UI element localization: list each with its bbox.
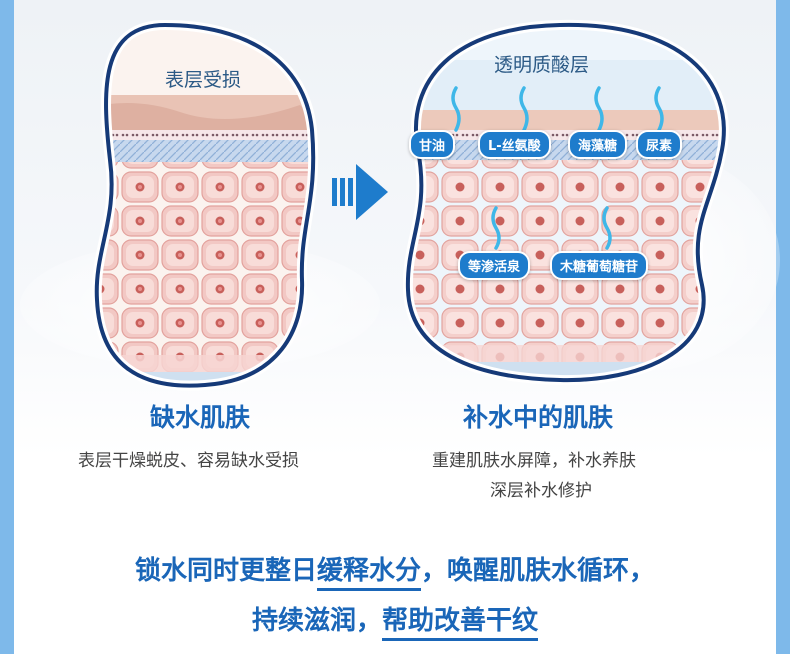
slogan-highlight: 帮助改善干纹: [382, 606, 539, 641]
slogan-part: ，唤醒肌肤水循环，: [421, 556, 656, 586]
right-edge-stripe: [776, 0, 790, 654]
ingredient-chip-glycerin: 甘油: [409, 130, 456, 159]
left-subtitle: 表层干燥蜕皮、容易缺水受损: [78, 451, 299, 471]
left-blob-outline: [94, 22, 316, 388]
skin-illustration: [94, 22, 726, 388]
ingredient-chip-urea: 尿素: [636, 130, 683, 159]
left-top-label: 表层受损: [165, 69, 242, 91]
slogan-line-2: 持续滋润，帮助改善干纹: [0, 600, 790, 641]
ingredient-chip-xylitylglucoside: 木糖葡萄糖苷: [550, 251, 649, 280]
slogan-part: 锁水同时更整日: [134, 556, 317, 586]
right-subtitle-line1: 重建肌肤水屏障，补水养肤: [432, 451, 636, 471]
right-top-label: 透明质酸层: [494, 54, 590, 76]
ingredient-chip-spring-water: 等渗活泉: [458, 251, 531, 280]
transition-arrow-icon: [332, 164, 388, 220]
dry-skin-cross-section: [96, 25, 314, 386]
left-title: 缺水肌肤: [150, 403, 251, 432]
ingredient-chip-serine: L-丝氨酸: [478, 130, 551, 159]
water-flow-lines: [451, 86, 664, 250]
right-title: 补水中的肌肤: [463, 403, 614, 432]
slogan-line-1: 锁水同时更整日缓释水分，唤醒肌肤水循环，: [0, 550, 790, 591]
ingredient-chip-trehalose: 海藻糖: [568, 130, 628, 159]
slogan-highlight: 缓释水分: [316, 556, 421, 591]
left-edge-stripe: [0, 0, 14, 654]
right-subtitle-line2: 深层补水修护: [490, 481, 592, 501]
slogan-part: 持续滋润，: [251, 606, 382, 636]
